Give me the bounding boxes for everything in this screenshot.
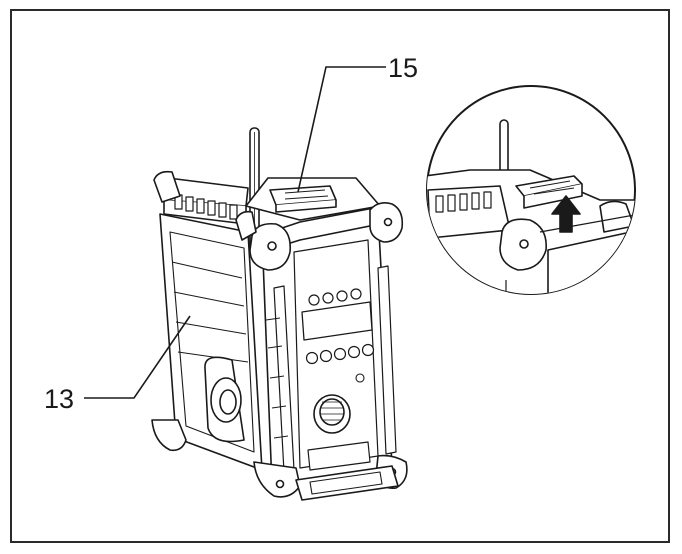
callout-label-13: 13 <box>44 384 74 414</box>
volume-knob-icon <box>313 394 351 434</box>
speaker-icon <box>204 356 245 443</box>
callout-leaders <box>84 66 386 399</box>
radio-illustration <box>151 127 408 501</box>
callout-label-15: 15 <box>388 53 418 83</box>
leader-15 <box>297 66 386 193</box>
up-arrow-icon <box>551 195 581 233</box>
detail-inset <box>426 85 636 295</box>
leader-13 <box>84 315 191 399</box>
